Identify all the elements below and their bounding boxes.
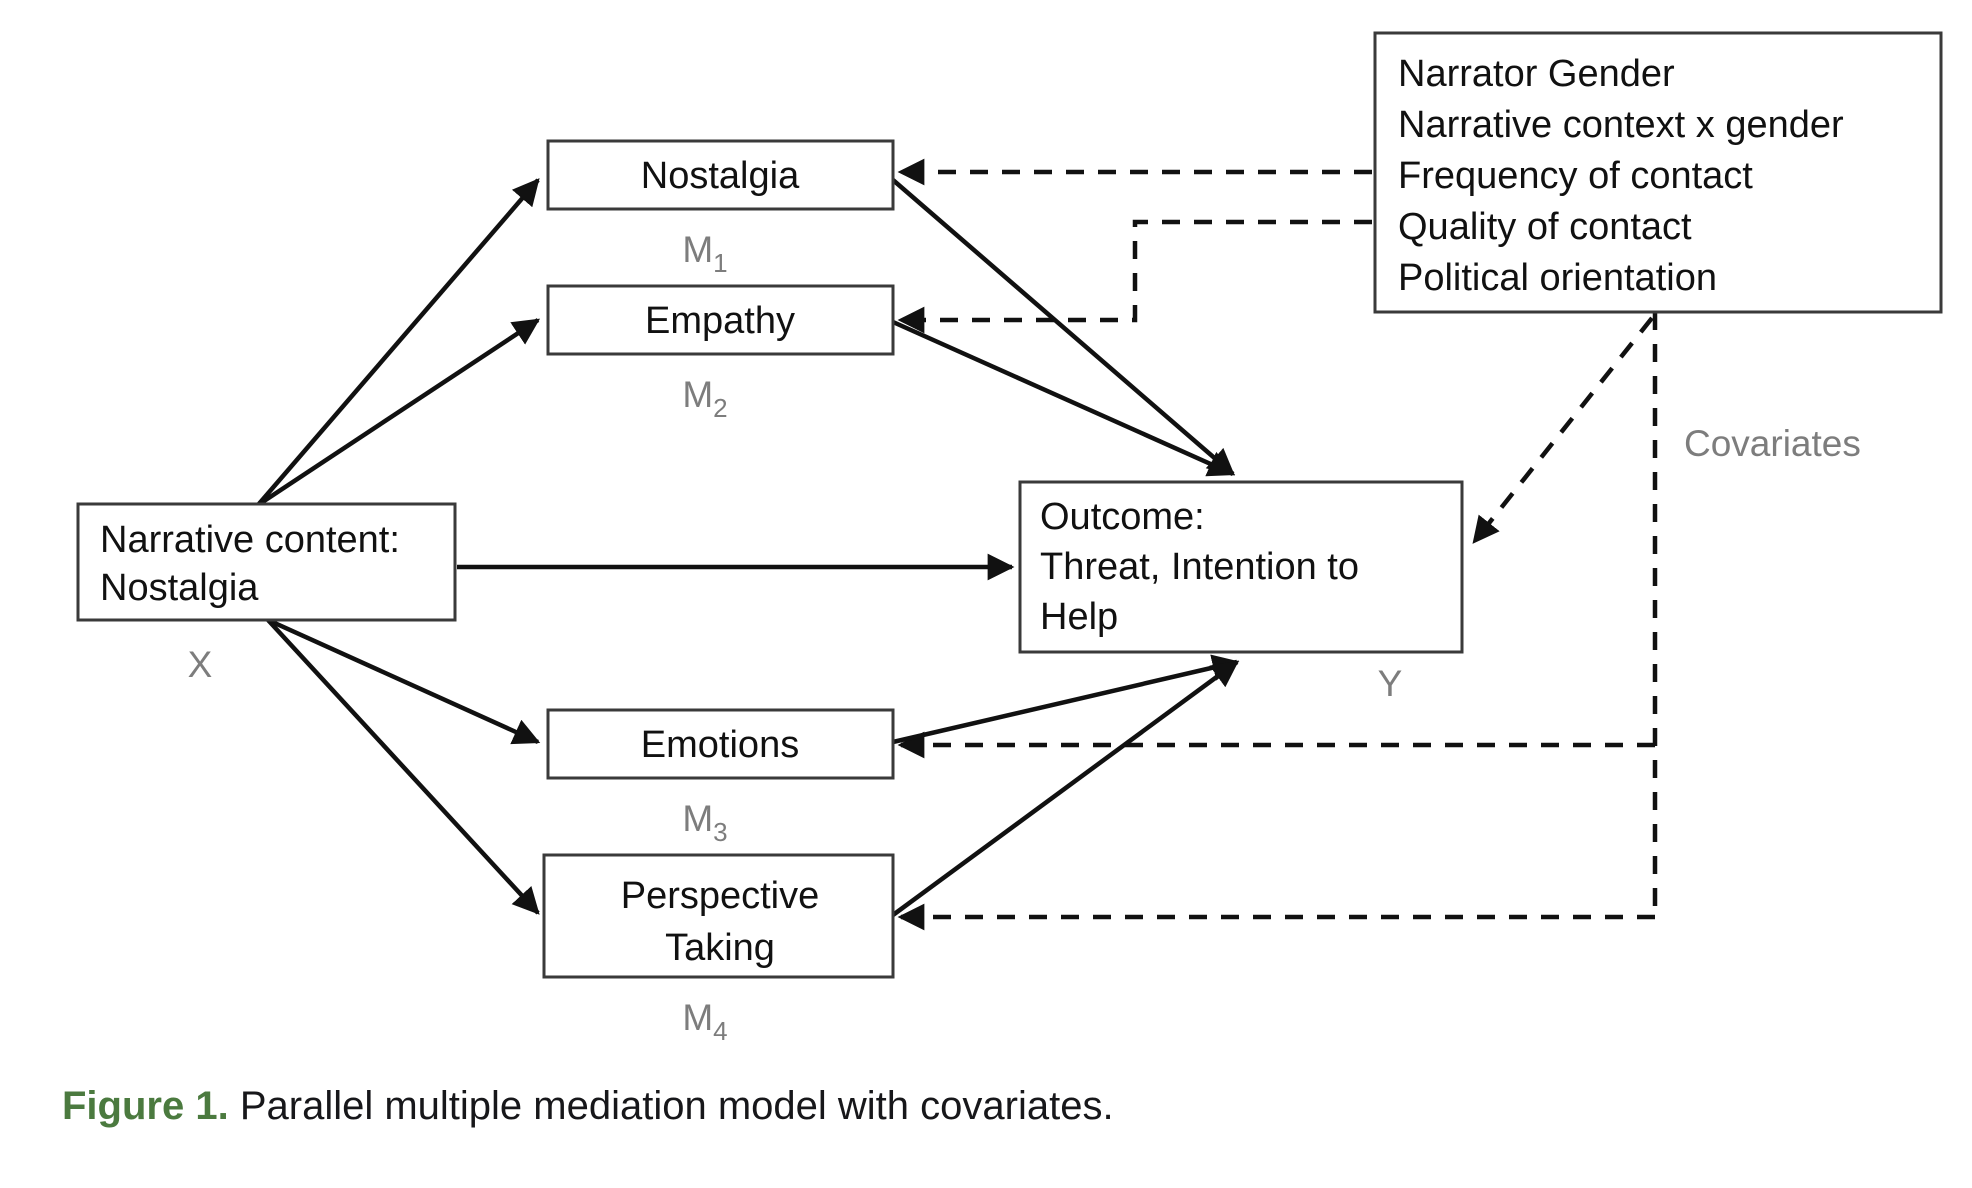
predictor-role-label: X (188, 644, 213, 685)
mediator2-box[interactable] (546, 284, 895, 356)
structural-edges (256, 178, 1240, 917)
node-predictor[interactable]: Narrative content: Nostalgia X (76, 502, 457, 685)
mediator2-role-label: M2 (682, 374, 727, 423)
node-mediator-perspective-taking[interactable]: Perspective Taking M4 (542, 853, 895, 1046)
node-mediator-nostalgia[interactable]: Nostalgia M1 (546, 139, 895, 278)
mediator3-role-letter: M (682, 798, 713, 839)
figure-caption-number: Figure 1. (62, 1084, 229, 1128)
covariate-item-2: Narrative context x gender (1398, 104, 1844, 146)
mediator1-role-label: M1 (682, 229, 727, 278)
edge-perspective-taking-to-outcome (891, 660, 1239, 917)
edge-x-to-perspective-taking (266, 618, 540, 915)
mediator4-box[interactable] (542, 853, 895, 979)
node-mediator-empathy[interactable]: Empathy M2 (546, 284, 895, 423)
edge-emotions-to-outcome (892, 654, 1240, 745)
outcome-label-line1: Outcome: (1040, 496, 1205, 538)
covariate-item-5: Political orientation (1398, 257, 1717, 299)
covariate-item-3: Frequency of contact (1398, 155, 1753, 197)
mediator2-label: Empathy (645, 300, 795, 342)
covariate-edges (897, 158, 1658, 931)
mediator2-role-letter: M (682, 374, 713, 415)
node-mediator-emotions[interactable]: Emotions M3 (546, 708, 895, 847)
mediator1-label: Nostalgia (641, 155, 800, 197)
edge-nostalgia-to-outcome (891, 178, 1235, 476)
covariate-item-1: Narrator Gender (1398, 53, 1675, 95)
mediator3-label: Emotions (641, 724, 799, 766)
mediator4-role-letter: M (682, 997, 713, 1038)
mediator3-role-label: M3 (682, 798, 727, 847)
outcome-label-line2: Threat, Intention to (1040, 546, 1359, 588)
covariates-box[interactable] (1373, 31, 1943, 314)
mediator1-role-subscript: 1 (713, 248, 727, 278)
figure-caption: Figure 1. Parallel multiple mediation mo… (62, 1084, 1114, 1129)
node-covariates[interactable]: Narrator Gender Narrative context x gend… (1373, 31, 1943, 464)
node-outcome[interactable]: Outcome: Threat, Intention to Help Y (1018, 480, 1464, 704)
edge-empathy-to-outcome (892, 319, 1236, 477)
mediator4-role-subscript: 4 (713, 1016, 727, 1046)
edge-covariates-to-outcome (1472, 316, 1654, 544)
edge-x-to-empathy (256, 318, 541, 507)
predictor-label-line2: Nostalgia (100, 567, 259, 609)
figure-caption-text (229, 1084, 240, 1128)
mediator1-box[interactable] (546, 139, 895, 211)
outcome-box[interactable] (1018, 480, 1464, 654)
mediator4-role-label: M4 (682, 997, 727, 1046)
mediator1-role-letter: M (682, 229, 713, 270)
covariates-caption-label: Covariates (1684, 423, 1861, 464)
predictor-label-line1: Narrative content: (100, 519, 400, 561)
mediator4-label-line2: Taking (665, 927, 775, 969)
outcome-role-label: Y (1378, 663, 1403, 704)
predictor-box[interactable] (76, 502, 457, 622)
outcome-label-line3: Help (1040, 596, 1118, 638)
edge-x-to-emotions (267, 617, 541, 745)
mediator2-role-subscript: 2 (713, 393, 727, 423)
covariate-item-4: Quality of contact (1398, 206, 1692, 248)
edge-covariates-to-empathy (897, 219, 1372, 334)
figure-caption-body: Parallel multiple mediation model with c… (239, 1084, 1114, 1128)
mediator3-box[interactable] (546, 708, 895, 780)
mediator4-label-line1: Perspective (621, 875, 820, 917)
mediator3-role-subscript: 3 (713, 817, 727, 847)
edge-x-to-nostalgia (256, 178, 540, 507)
